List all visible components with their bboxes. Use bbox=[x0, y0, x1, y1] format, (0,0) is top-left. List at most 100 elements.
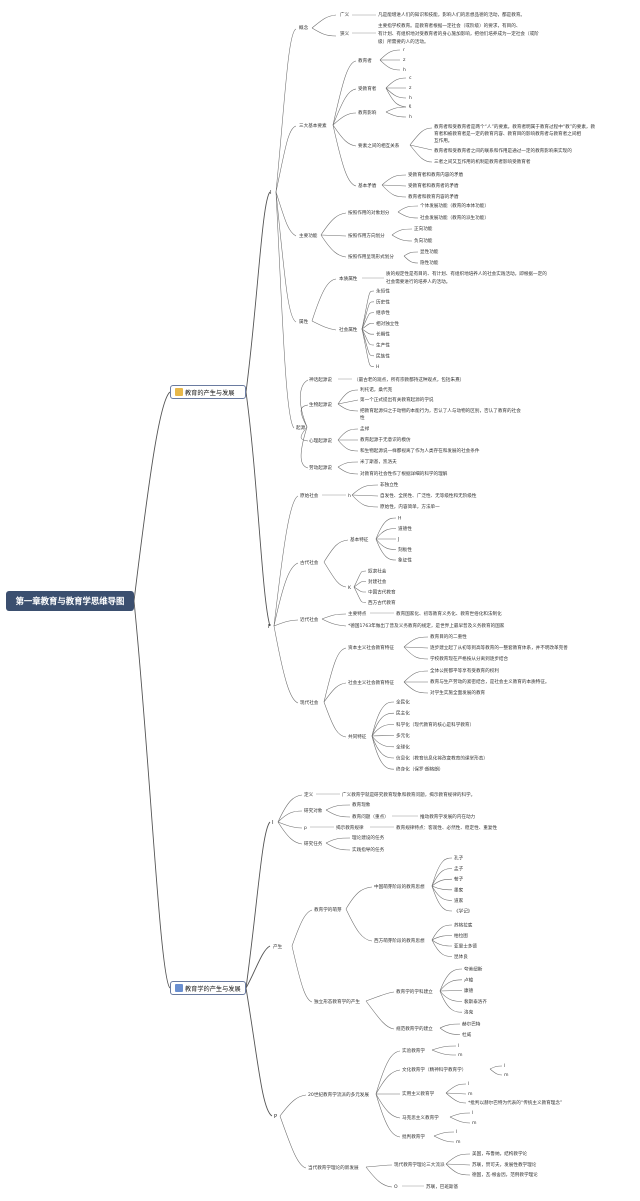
ss-1: l bbox=[458, 1043, 459, 1049]
jyyx-item-2: h bbox=[409, 114, 412, 120]
node-ershi: 20世纪教育学流派的多元发展 bbox=[308, 1091, 369, 1098]
section-node-2: 教育学的产生与发展 bbox=[170, 981, 246, 995]
yjdx-2-t: 推动教育学发展的内在动力 bbox=[420, 813, 476, 820]
edge-s2-g1 bbox=[245, 821, 271, 989]
jyz-item-2: z bbox=[403, 58, 406, 63]
jd-t2: *德国1763年做出了普及义务教育的规定，是世界上最早普及义务教育的国家 bbox=[348, 622, 505, 629]
dingyi-t: 广义教育学就是研究教育现象和教育问题，揭示教育规律的科学。 bbox=[342, 791, 475, 798]
zg-item: 荀子 bbox=[454, 876, 464, 883]
node-dd-a: 现代教育学理论三大流派 bbox=[394, 1161, 445, 1168]
shehui-sx-edge bbox=[361, 301, 375, 330]
benzhi-t2: 社会需要进行的培养人的活动。 bbox=[386, 278, 450, 285]
gx-1c: 互作用。 bbox=[434, 137, 452, 144]
node-mk: 马克思主义教育学 bbox=[402, 1114, 439, 1121]
yjdx-1: 教育现象 bbox=[352, 801, 371, 808]
node-benzhi: 本质属性 bbox=[339, 275, 358, 282]
zg-edge bbox=[431, 885, 453, 912]
node-dingyi: 定义 bbox=[304, 791, 314, 798]
sw-2: 第一个正式提出有关教育起源的学说 bbox=[360, 396, 434, 403]
sh-2: 教育与生产劳动的紧密结合，是社会主义教育的本质特征。 bbox=[430, 678, 549, 685]
sh-1: 全体公民都平等享有受教育的权利 bbox=[430, 667, 499, 674]
xf-edge bbox=[431, 935, 453, 941]
s1-group-1-label: I bbox=[270, 190, 272, 196]
xl-3: 和生物起源说一样都视离了作为人类存在和发展的社会条件 bbox=[360, 447, 480, 454]
gn-c1: 显性功能 bbox=[420, 248, 439, 255]
node-gn-c: 按照作用呈现形式划分 bbox=[348, 253, 394, 260]
jyz-item-1: r bbox=[403, 47, 405, 53]
gudai-feature-item: 道德性 bbox=[398, 525, 412, 532]
node-dl-b: 规范教育学的建立 bbox=[396, 1025, 433, 1032]
node-shenhua: 神话起源说 bbox=[309, 376, 332, 383]
dd-a1: 美国，布鲁纳，结构教学论 bbox=[472, 1150, 528, 1157]
section-node-1: 教育的产生与发展 bbox=[170, 385, 246, 399]
shehui-sx-edge bbox=[361, 328, 375, 357]
sw-3: 把教育起源归之于动物的本能行为，否认了人与动物的区别，否认了教育的社会 bbox=[360, 407, 521, 414]
node-shehui-sx: 社会属性 bbox=[339, 326, 358, 333]
ld-1: 米丁斯基，凯洛夫 bbox=[360, 458, 397, 465]
wh-2: m bbox=[504, 1073, 509, 1078]
node-gn-b: 按照作用方向划分 bbox=[348, 232, 385, 239]
node-gx: 要素之间的相互关系 bbox=[358, 142, 400, 149]
gongtong-item: 全球化 bbox=[396, 743, 410, 750]
shehui-sx-item: 长期性 bbox=[376, 331, 390, 338]
dl-a-edge bbox=[439, 990, 463, 1002]
node-xiayi-text-3: 级）所需要的人的活动。 bbox=[378, 38, 429, 45]
section-2-title: 教育学的产生与发展 bbox=[185, 985, 241, 993]
zg-edges bbox=[431, 857, 453, 912]
node-gn-a: 按照作用的对象划分 bbox=[348, 209, 390, 216]
node-shengwu: 生物起源说 bbox=[309, 401, 332, 408]
node-p: p bbox=[304, 826, 307, 831]
gd-k: K bbox=[348, 585, 352, 591]
yjrw-2: 实践指导的任务 bbox=[352, 846, 385, 853]
jm-2: 受教育者和教育者的矛盾 bbox=[408, 182, 459, 189]
node-jindai: 近代社会 bbox=[300, 616, 319, 623]
shehui-sx-edge bbox=[361, 312, 375, 330]
node-sy: 实用主义教育学 bbox=[402, 1090, 435, 1097]
ys-2: 自发性、全民性、广泛性、无等级性和无阶级性 bbox=[380, 492, 477, 499]
gongtong-item: 科学化（现代教育的核心是科学教育） bbox=[396, 721, 474, 728]
edge-shuxing bbox=[275, 191, 297, 323]
shehui-sx-edge bbox=[361, 328, 375, 367]
s1-group-2-label: F bbox=[268, 624, 271, 630]
zb-1: 教育目的的二重性 bbox=[430, 633, 467, 640]
xl-2: 教育起源于无意识的模仿 bbox=[360, 436, 411, 443]
gongtong-edges bbox=[371, 701, 395, 770]
dl-b-item: 赫尔巴特 bbox=[462, 1021, 481, 1028]
edge-s2-p bbox=[245, 987, 273, 1117]
gudai-feature-edges bbox=[375, 517, 397, 561]
s2-group-1-label: I bbox=[272, 820, 274, 826]
jyyx-item-1: r bbox=[409, 103, 411, 109]
shehui-sx-item: 历史性 bbox=[376, 298, 390, 305]
xf-edge bbox=[431, 924, 453, 941]
node-sh: 社会主义社会教育特征 bbox=[348, 679, 394, 686]
gongtong-edge bbox=[371, 735, 395, 770]
gudai-k-item: 奴隶社会 bbox=[368, 568, 387, 575]
xf-item: 昆体良 bbox=[454, 953, 468, 960]
node-qiyuan: 起源 bbox=[296, 424, 306, 431]
gongtong-item: 信息化（教育信息化将改变教育的课堂形态） bbox=[396, 755, 488, 762]
gudai-k-edge bbox=[353, 586, 367, 593]
node-yuanshi: 原始社会 bbox=[300, 492, 319, 499]
jyz-item-3: h bbox=[403, 67, 406, 73]
node-chansheng: 产生 bbox=[273, 943, 283, 950]
shehui-sx-edge bbox=[361, 328, 375, 346]
zg-edge bbox=[431, 878, 453, 887]
gudai-k-edges bbox=[353, 570, 367, 603]
gd-jbtz: 基本特征 bbox=[350, 536, 369, 543]
shehui-sx-item: 永恒性 bbox=[376, 288, 390, 295]
gudai-feature-edge bbox=[375, 538, 397, 550]
node-gainian: 概念 bbox=[299, 24, 309, 31]
dl-a-edge bbox=[439, 968, 463, 992]
node-shuxing: 属性 bbox=[299, 318, 309, 325]
jd-tz: 主要特点 bbox=[348, 610, 367, 617]
edge-qiyuan bbox=[275, 191, 295, 429]
gudai-k-edge bbox=[353, 570, 367, 588]
mk-1: l bbox=[472, 1110, 473, 1116]
gongtong-items: 全民化民主化科学化（现代教育的核心是科学教育）多元化全球化信息化（教育信息化将改… bbox=[396, 699, 488, 773]
node-guangyi: 广义 bbox=[340, 11, 350, 18]
node-yjdx: 研究对象 bbox=[304, 807, 323, 814]
